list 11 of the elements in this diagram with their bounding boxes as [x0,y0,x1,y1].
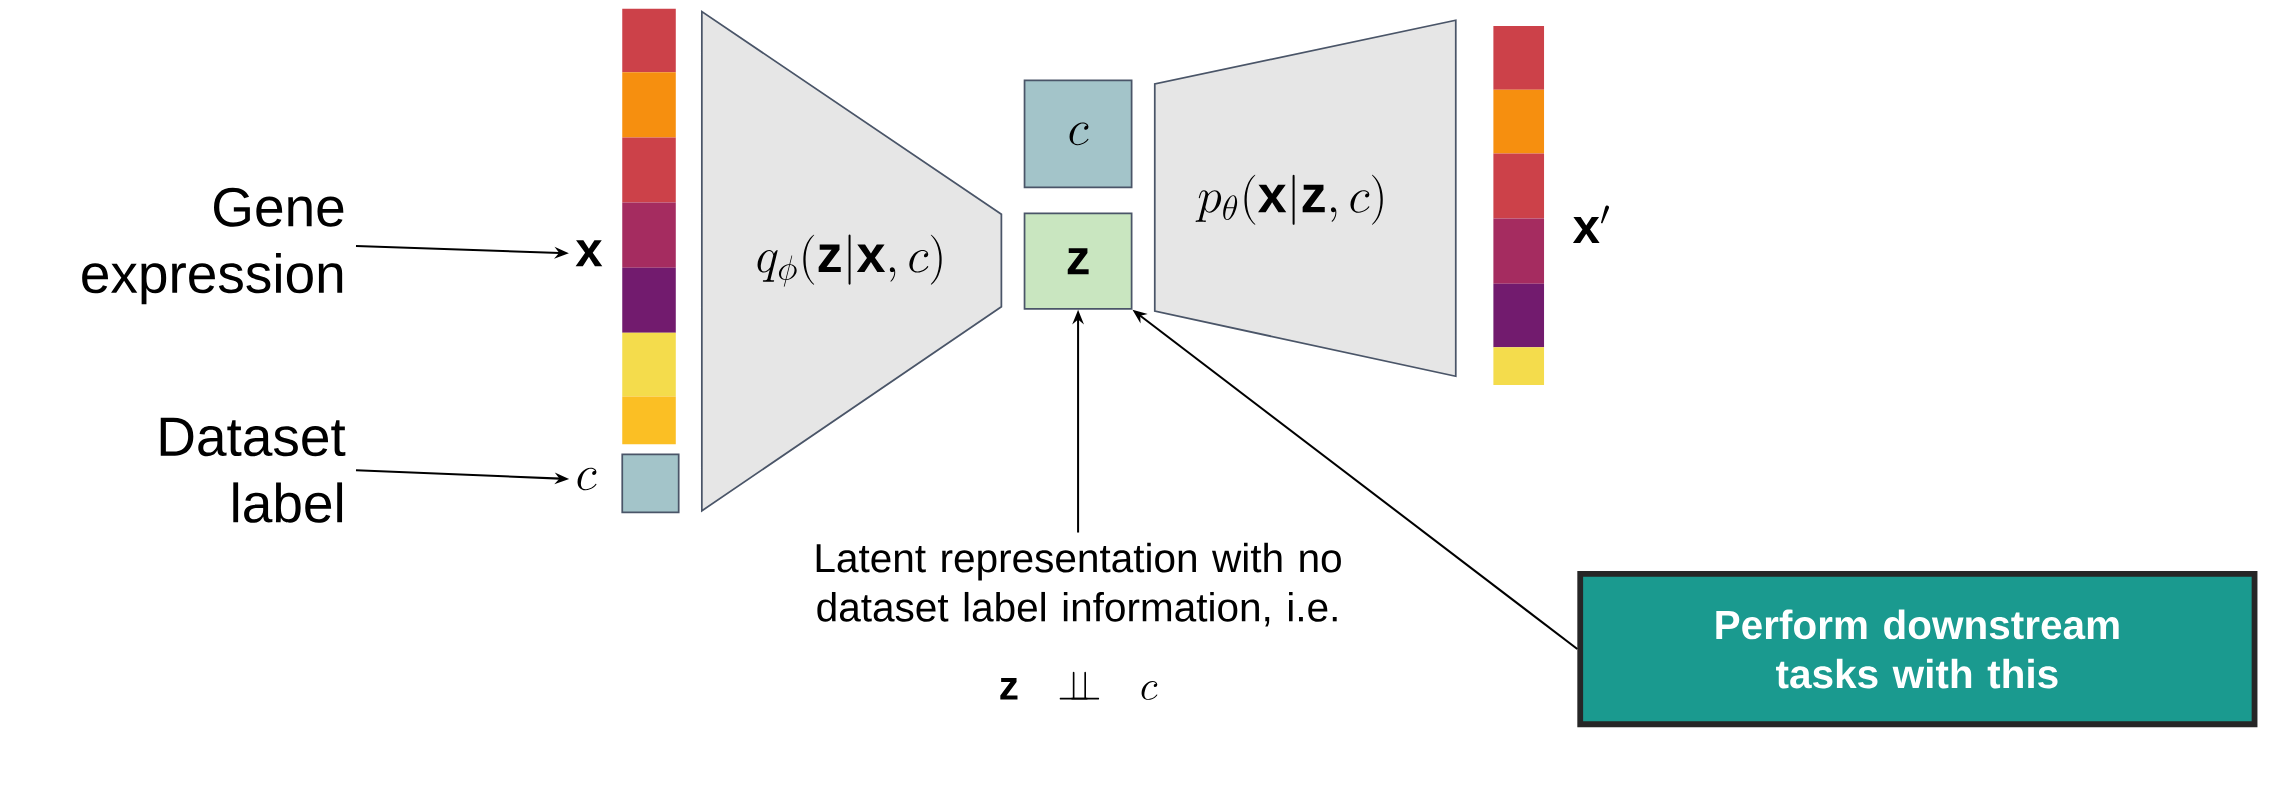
vector-symbol: $\mathbf{x}$ [575,240,603,267]
annotation-text: Latent representation with no dataset label information, i.e. $\mathbf{z} \perp\!\!\!\perp c$ [816,542,1341,701]
callout-box: Perform downstream tasks with this [1577,571,2258,728]
axis-label: Gene expression [82,188,344,305]
condition-box: $c$ [1023,79,1133,189]
encoder-trapezoid: $q_\phi(\mathbf{z}|\mathbf{x},c)$ [700,10,1003,513]
latent-box: $\mathbf{z}$ [1023,212,1133,311]
decoder-trapezoid: $p_\theta(\mathbf{x}|\mathbf{z},c)$ [1153,19,1457,378]
axis-label: Dataset label [160,418,346,523]
vector-symbol: $c$ [577,467,597,491]
vector-symbol: $\mathbf{x}'$ [1572,205,1610,244]
